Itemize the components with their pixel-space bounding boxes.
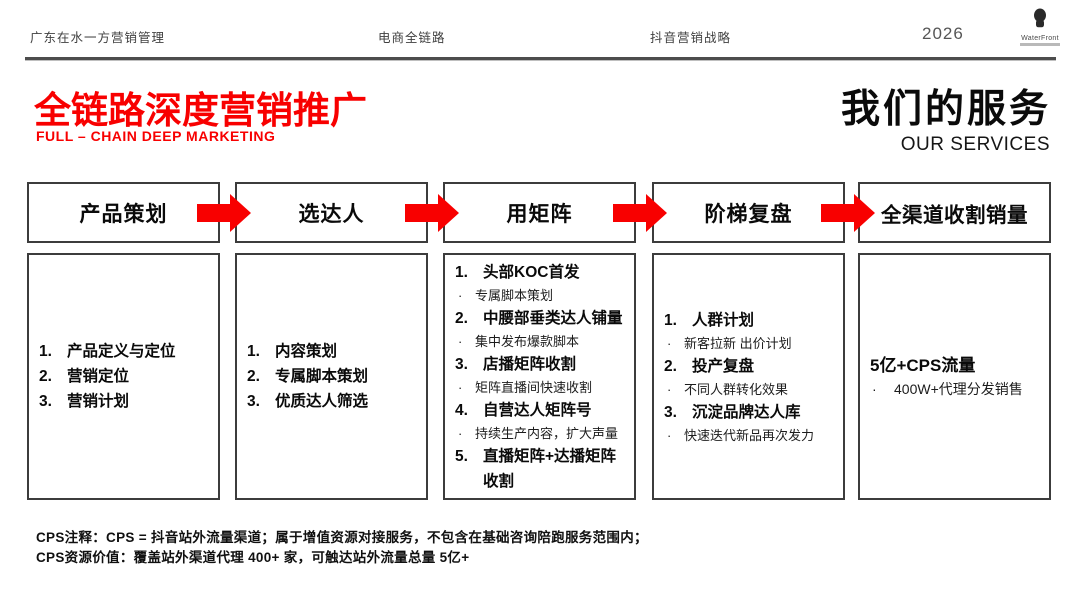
arrow-right-icon bbox=[821, 194, 875, 232]
arrow-right-icon bbox=[197, 194, 251, 232]
logo-tagline-bar bbox=[1020, 43, 1060, 46]
stage-header-omnichannel-sales: 全渠道收割销量 bbox=[858, 182, 1051, 243]
services-title: 我们的服务 bbox=[840, 88, 1051, 131]
arrow-right-icon bbox=[405, 194, 459, 232]
stage-content-product-planning: 1.产品定义与定位 2.营销定位 3.营销计划 bbox=[27, 253, 220, 500]
stage-content-omnichannel-sales: 5亿+CPS流量 ·400W+代理分发销售 bbox=[858, 253, 1051, 500]
list-item: ·快速迭代新品再次发力 bbox=[667, 427, 815, 443]
list-item: 3.优质达人筛选 bbox=[247, 393, 369, 410]
list-item: 1.人群计划 bbox=[664, 311, 755, 329]
list-item: ·持续生产内容，扩大声量 bbox=[458, 425, 619, 441]
list-item: 3.营销计划 bbox=[39, 393, 130, 410]
list-item: ·400W+代理分发销售 bbox=[872, 381, 1023, 397]
stage-header-product-planning: 产品策划 bbox=[27, 182, 220, 243]
cps-note-line: CPS注释：CPS = 抖音站外流量渠道；属于增值资源对接服务，不包含在基础咨询… bbox=[36, 530, 648, 545]
list-item: ·集中发布爆款脚本 bbox=[458, 333, 580, 349]
list-item: 4.自营达人矩阵号 bbox=[455, 401, 592, 419]
nav-item-douyin-strategy: 抖音营销战略 bbox=[650, 31, 732, 45]
list-item: 2.投产复盘 bbox=[664, 357, 755, 375]
list-item: 1.头部KOC首发 bbox=[455, 263, 580, 281]
list-item: 1.产品定义与定位 bbox=[39, 343, 176, 360]
list-item: 5亿+CPS流量 bbox=[870, 356, 976, 375]
waterfront-logo-icon bbox=[1032, 8, 1048, 29]
stage-header-use-matrix: 用矩阵 bbox=[443, 182, 636, 243]
page-title: 全链路深度营销推广 bbox=[34, 90, 367, 131]
list-item: ·新客拉新 出价计划 bbox=[667, 335, 792, 351]
stage-header-stepped-review: 阶梯复盘 bbox=[652, 182, 845, 243]
list-item: 1.内容策划 bbox=[247, 343, 338, 360]
stage-header-select-talent: 选达人 bbox=[235, 182, 428, 243]
page-title-english: FULL – CHAIN DEEP MARKETING bbox=[36, 128, 276, 144]
nav-item-company: 广东在水一方营销管理 bbox=[30, 31, 166, 45]
list-item: 3.店播矩阵收割 bbox=[455, 355, 577, 373]
list-item: ·矩阵直播间快速收割 bbox=[458, 379, 593, 395]
list-item: 2.专属脚本策划 bbox=[247, 368, 369, 385]
cps-value-line: CPS资源价值：覆盖站外渠道代理 400+ 家，可触达站外流量总量 5亿+ bbox=[36, 550, 470, 565]
list-item: ·专属脚本策划 bbox=[458, 287, 554, 303]
stage-content-select-talent: 1.内容策划 2.专属脚本策划 3.优质达人筛选 bbox=[235, 253, 428, 500]
list-item: 5.直播矩阵+达播矩阵收割 bbox=[455, 447, 617, 490]
list-item: 2.营销定位 bbox=[39, 368, 130, 385]
list-item: 3.沉淀品牌达人库 bbox=[664, 403, 801, 421]
logo-wordmark: WaterFront bbox=[1021, 35, 1059, 42]
services-title-english: OUR SERVICES bbox=[900, 134, 1050, 155]
nav-item-ecommerce: 电商全链路 bbox=[378, 31, 446, 45]
stage-content-use-matrix: 1.头部KOC首发 ·专属脚本策划 2.中腰部垂类达人铺量 ·集中发布爆款脚本 3.店播… bbox=[443, 253, 636, 500]
header-divider bbox=[25, 57, 1056, 61]
year-label: 2026 bbox=[922, 24, 964, 43]
stage-content-stepped-review: 1.人群计划 ·新客拉新 出价计划 2.投产复盘 ·不同人群转化效果 3.沉淀品牌达人库… bbox=[652, 253, 845, 500]
list-item: ·不同人群转化效果 bbox=[667, 381, 789, 397]
waterfront-logo: WaterFront bbox=[1012, 8, 1068, 46]
list-item: 2.中腰部垂类达人铺量 bbox=[455, 309, 623, 327]
arrow-right-icon bbox=[613, 194, 667, 232]
